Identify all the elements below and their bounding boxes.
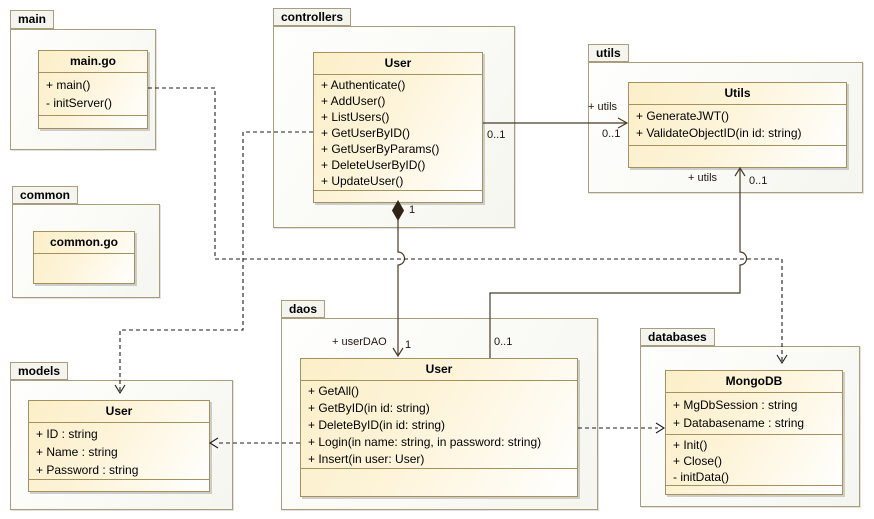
class-empty-section <box>629 145 846 167</box>
class-title: common.go <box>50 235 118 249</box>
class-member: + GetByID(in id: string) <box>308 401 430 415</box>
class-member: + ListUsers() <box>321 110 390 124</box>
package-tab-controllers[interactable]: controllers <box>273 8 352 26</box>
class-operations-section: + GetAll() + GetByID(in id: string) + De… <box>301 380 577 468</box>
class-models-user[interactable]: User + ID : string + Name : string + Pas… <box>28 400 210 492</box>
package-tab-daos[interactable]: daos <box>281 300 326 318</box>
class-attributes-section: + ID : string + Name : string + Password… <box>29 422 209 479</box>
class-member: + main() <box>46 78 91 92</box>
class-member: + Password : string <box>36 463 139 477</box>
multiplicity-label: 0..1 <box>487 129 506 141</box>
role-label: + utils <box>688 172 718 184</box>
class-member: + GetUserByID() <box>321 126 411 140</box>
class-title: User <box>105 404 133 418</box>
class-mongodb[interactable]: MongoDB + MgDbSession : string + Databas… <box>665 370 843 495</box>
class-member: + DeleteUserByID() <box>321 158 426 172</box>
class-empty-section <box>39 115 147 128</box>
role-label: + userDAO <box>332 336 387 348</box>
class-main-go[interactable]: main.go + main() - initServer() <box>38 50 148 129</box>
class-empty-section <box>666 485 842 494</box>
class-operations-section: + GenerateJWT() + ValidateObjectID(in id… <box>629 104 846 145</box>
class-member: + GetUserByParams() <box>321 142 440 156</box>
multiplicity-label: 1 <box>405 339 412 351</box>
class-member: + ID : string <box>36 427 98 441</box>
class-member: + Databasename : string <box>673 416 805 430</box>
multiplicity-label: 0..1 <box>602 128 621 140</box>
class-member: + Init() <box>673 438 708 452</box>
package-tab-utils[interactable]: utils <box>588 44 629 62</box>
class-title: MongoDB <box>725 374 783 388</box>
package-tab-common[interactable]: common <box>12 186 79 204</box>
class-member: + Login(in name: string, in password: st… <box>308 435 542 449</box>
class-member: + Authenticate() <box>321 78 406 92</box>
multiplicity-label: 1 <box>409 204 416 216</box>
class-title: Utils <box>724 86 751 100</box>
class-operations-section: + main() - initServer() <box>39 72 147 115</box>
package-tab-models[interactable]: models <box>10 362 69 380</box>
class-attributes-section: + MgDbSession : string + Databasename : … <box>666 392 842 434</box>
class-member: - initServer() <box>46 96 113 110</box>
class-empty-section <box>29 479 209 491</box>
class-operations-section: + Init() + Close() - initData() <box>666 434 842 485</box>
multiplicity-label: 0..1 <box>494 336 513 348</box>
class-member: + ValidateObjectID(in id: string) <box>636 126 802 140</box>
class-member: + Name : string <box>36 445 118 459</box>
class-title: User <box>425 362 453 376</box>
class-title: User <box>384 56 412 70</box>
class-member: + Close() <box>673 454 723 468</box>
class-member: + DeleteByID(in id: string) <box>308 418 446 432</box>
role-label: + utils <box>588 101 618 113</box>
package-tab-main[interactable]: main <box>10 10 55 29</box>
class-operations-section: + Authenticate() + AddUser() + ListUsers… <box>314 74 482 190</box>
class-daos-user[interactable]: User + GetAll() + GetByID(in id: string)… <box>300 358 578 497</box>
class-empty-section <box>301 468 577 496</box>
class-member: + GenerateJWT() <box>636 109 730 123</box>
class-member: + GetAll() <box>308 384 360 398</box>
class-utils[interactable]: Utils + GenerateJWT() + ValidateObjectID… <box>628 82 847 168</box>
class-member: - initData() <box>673 470 730 484</box>
class-controllers-user[interactable]: User + Authenticate() + AddUser() + List… <box>313 52 483 203</box>
multiplicity-label: 0..1 <box>749 175 768 187</box>
class-empty-section <box>314 190 482 202</box>
class-member: + UpdateUser() <box>321 174 404 188</box>
class-member: + AddUser() <box>321 94 386 108</box>
class-title: main.go <box>69 54 116 68</box>
class-member: + Insert(in user: User) <box>308 452 425 466</box>
package-tab-databases[interactable]: databases <box>640 328 715 346</box>
class-member: + MgDbSession : string <box>673 398 798 412</box>
class-empty-section <box>34 253 134 283</box>
class-common-go[interactable]: common.go <box>33 231 135 284</box>
